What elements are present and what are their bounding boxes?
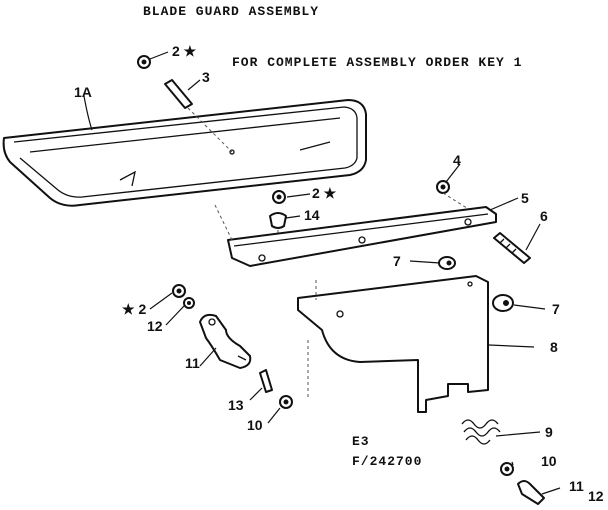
lever-part-bottom xyxy=(517,480,545,505)
callout-11-right: 11 xyxy=(569,478,584,494)
callout-2-left: ★ 2 xyxy=(122,301,147,317)
callout-10-right: 10 xyxy=(541,453,557,469)
bracket-plate-part xyxy=(297,275,489,413)
bolt-part xyxy=(493,232,531,264)
callout-3: 3 xyxy=(202,69,210,85)
nut-part-4 xyxy=(436,180,471,211)
nut-part-top xyxy=(137,55,151,69)
washer-part-left-10 xyxy=(279,395,293,409)
callout-9: 9 xyxy=(545,424,553,440)
leader-lines xyxy=(83,51,561,495)
callout-7-right: 7 xyxy=(552,301,560,317)
diagram-title: BLADE GUARD ASSEMBLY xyxy=(143,4,320,19)
callout-11-left: 11 xyxy=(185,355,200,371)
washer-part-left xyxy=(183,297,195,309)
figure-number: F/242700 xyxy=(352,454,423,469)
nut-part-mid xyxy=(272,190,286,204)
nut-part-left xyxy=(172,284,186,298)
callout-10-left: 10 xyxy=(247,417,263,433)
spring-part xyxy=(461,419,501,445)
callout-6: 6 xyxy=(540,208,548,224)
callout-7-left: 7 xyxy=(393,253,401,269)
callout-12-left: 12 xyxy=(147,318,163,334)
spacer-part-left xyxy=(438,256,456,270)
spacer-part-right xyxy=(492,294,514,312)
callout-2-mid: 2 ★ xyxy=(312,185,337,201)
assembly-note: FOR COMPLETE ASSEMBLY ORDER KEY 1 xyxy=(232,55,523,70)
callout-5: 5 xyxy=(521,190,529,206)
callout-12-right: 12 xyxy=(588,488,604,504)
callout-2-top: 2 ★ xyxy=(172,43,197,59)
callout-8: 8 xyxy=(550,339,558,355)
knob-part xyxy=(269,212,287,238)
pin-part xyxy=(164,79,233,153)
pawl-part xyxy=(199,313,252,369)
figure-code: E3 xyxy=(352,434,370,449)
callout-13: 13 xyxy=(228,397,244,413)
washer-part-right xyxy=(500,462,514,476)
support-bar-part xyxy=(214,204,497,267)
blade-guard-shell-part xyxy=(2,99,367,207)
callout-4: 4 xyxy=(453,152,461,168)
callout-14: 14 xyxy=(304,207,320,223)
callout-1a: 1A xyxy=(74,84,92,100)
pawl-pin-part xyxy=(259,369,273,393)
